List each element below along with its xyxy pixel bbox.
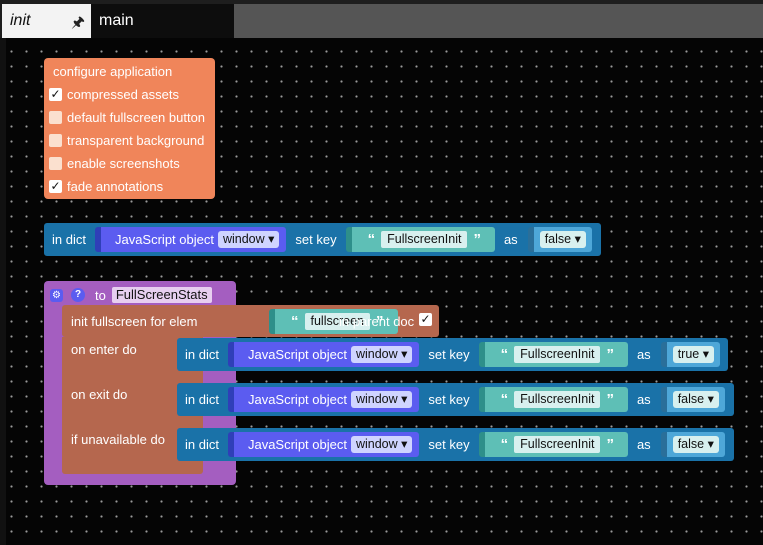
if-unavailable-label: if unavailable do xyxy=(71,432,165,447)
elem-string-block[interactable]: “ fullscreen ” xyxy=(269,309,398,334)
js-object-label: JavaScript object xyxy=(247,437,347,452)
tab-bar-fill xyxy=(234,4,763,38)
tab-init-label: init xyxy=(10,12,31,29)
configure-application-block[interactable]: configure application ✓ compressed asset… xyxy=(44,58,215,199)
key-value[interactable]: FullscreenInit xyxy=(381,231,468,248)
option-label: fade annotations xyxy=(67,178,164,194)
boolean-block[interactable]: true ▾ xyxy=(660,342,720,367)
key-value[interactable]: FullscreenInit xyxy=(514,346,601,363)
js-object-label: JavaScript object xyxy=(247,392,347,407)
procedure-header: ⚙ ? to FullScreenStats xyxy=(50,287,212,303)
quote-close: ” xyxy=(376,313,384,330)
window-dropdown[interactable]: window ▾ xyxy=(350,346,413,363)
key-value[interactable]: FullscreenInit xyxy=(514,391,601,408)
js-object-label: JavaScript object xyxy=(247,347,347,362)
checkbox-unchecked[interactable] xyxy=(49,156,62,170)
in-dict-label: in dict xyxy=(52,232,86,247)
on-enter-label: on enter do xyxy=(71,342,137,357)
on-enter-dict-block[interactable]: in dict JavaScript object window ▾ set k… xyxy=(177,338,728,371)
checkbox-checked[interactable]: ✓ xyxy=(49,86,62,101)
window-dropdown[interactable]: window ▾ xyxy=(217,231,280,248)
option-compressed-assets[interactable]: ✓ compressed assets xyxy=(49,86,179,102)
as-label: as xyxy=(636,392,651,407)
window-dropdown[interactable]: window ▾ xyxy=(350,436,413,453)
set-key-label: set key xyxy=(428,347,470,362)
option-label: default fullscreen button xyxy=(67,109,206,125)
string-block[interactable]: “ FullscreenInit ” xyxy=(478,387,628,412)
in-dict-label: in dict xyxy=(185,392,219,407)
help-icon[interactable]: ? xyxy=(71,288,85,302)
option-label: transparent background xyxy=(67,132,205,148)
checkbox-checked[interactable]: ✓ xyxy=(49,178,62,193)
option-fade-annotations[interactable]: ✓ fade annotations xyxy=(49,178,163,194)
boolean-block[interactable]: false ▾ xyxy=(660,432,725,457)
tab-init[interactable]: init 🖈 xyxy=(2,4,91,38)
boolean-dropdown[interactable]: false ▾ xyxy=(672,391,719,408)
quote-close: ” xyxy=(606,346,614,363)
javascript-object-block[interactable]: JavaScript object window ▾ xyxy=(227,432,420,457)
init-fullscreen-label: init fullscreen for elem xyxy=(71,314,198,329)
checkbox-unchecked[interactable] xyxy=(49,133,62,147)
in-dict-label: in dict xyxy=(185,347,219,362)
quote-open: “ xyxy=(500,436,509,453)
as-label: as xyxy=(636,347,651,362)
quote-open: “ xyxy=(500,391,509,408)
option-label: compressed assets xyxy=(67,86,179,102)
quote-close: ” xyxy=(606,391,614,408)
checkbox-unchecked[interactable] xyxy=(49,110,62,124)
option-default-fullscreen-button[interactable]: default fullscreen button xyxy=(49,109,205,125)
set-key-label: set key xyxy=(295,232,337,247)
option-transparent-background[interactable]: transparent background xyxy=(49,132,204,148)
string-block[interactable]: “ FullscreenInit ” xyxy=(478,432,628,457)
to-label: to xyxy=(95,287,106,303)
if-unavailable-dict-block[interactable]: in dict JavaScript object window ▾ set k… xyxy=(177,428,734,461)
init-fullscreen-block[interactable]: init fullscreen for elem “ fullscreen ” … xyxy=(62,305,439,337)
window-dropdown[interactable]: window ▾ xyxy=(350,391,413,408)
on-exit-label: on exit do xyxy=(71,387,128,402)
parent-doc-checkbox[interactable]: ✓ xyxy=(419,312,432,326)
elem-value[interactable]: fullscreen xyxy=(304,313,370,330)
string-block[interactable]: “ FullscreenInit ” xyxy=(478,342,628,367)
js-object-label: JavaScript object xyxy=(114,232,214,247)
quote-close: ” xyxy=(606,436,614,453)
javascript-object-block[interactable]: JavaScript object window ▾ xyxy=(94,227,287,252)
key-value[interactable]: FullscreenInit xyxy=(514,436,601,453)
boolean-dropdown[interactable]: false ▾ xyxy=(672,436,719,453)
option-label: enable screenshots xyxy=(67,155,180,171)
set-key-label: set key xyxy=(428,437,470,452)
pin-icon[interactable]: 🖈 xyxy=(71,14,85,31)
quote-open: “ xyxy=(367,231,376,248)
dict-set-block[interactable]: in dict JavaScript object window ▾ set k… xyxy=(44,223,601,256)
in-dict-label: in dict xyxy=(185,437,219,452)
in-parent-doc-label: in parent doc xyxy=(339,314,415,329)
boolean-dropdown[interactable]: false ▾ xyxy=(539,231,586,248)
procedure-name-field[interactable]: FullScreenStats xyxy=(111,287,212,303)
tab-bar: init 🖈 main xyxy=(0,0,763,38)
boolean-block[interactable]: false ▾ xyxy=(527,227,592,252)
javascript-object-block[interactable]: JavaScript object window ▾ xyxy=(227,342,420,367)
javascript-object-block[interactable]: JavaScript object window ▾ xyxy=(227,387,420,412)
boolean-dropdown[interactable]: true ▾ xyxy=(672,346,714,363)
string-block[interactable]: “ FullscreenInit ” xyxy=(345,227,495,252)
on-exit-dict-block[interactable]: in dict JavaScript object window ▾ set k… xyxy=(177,383,734,416)
boolean-block[interactable]: false ▾ xyxy=(660,387,725,412)
as-label: as xyxy=(503,232,518,247)
quote-close: ” xyxy=(473,231,481,248)
quote-open: “ xyxy=(500,346,509,363)
gear-icon[interactable]: ⚙ xyxy=(50,288,63,302)
quote-open: “ xyxy=(291,313,299,330)
set-key-label: set key xyxy=(428,392,470,407)
configure-title: configure application xyxy=(53,64,173,79)
tab-main[interactable]: main xyxy=(91,4,234,38)
as-label: as xyxy=(636,437,651,452)
tab-main-label: main xyxy=(99,12,134,29)
option-enable-screenshots[interactable]: enable screenshots xyxy=(49,155,180,171)
